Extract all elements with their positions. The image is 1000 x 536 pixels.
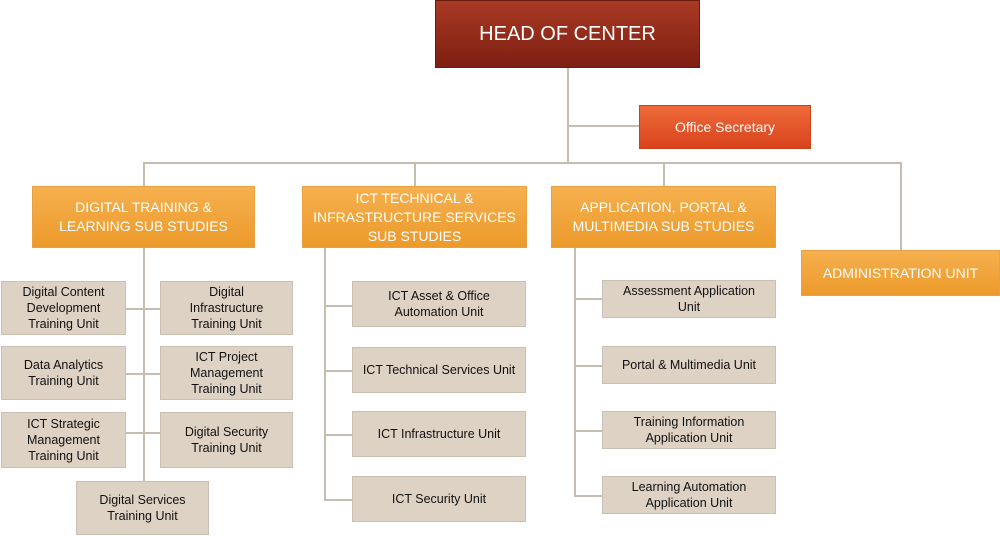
- connector-dept2-row1: [324, 305, 352, 307]
- unit-assessment-application: Assessment Application Unit: [602, 280, 776, 318]
- connector-dept1-row2: [126, 373, 160, 375]
- connector-dept3-drop: [663, 162, 665, 186]
- connector-dept1-trunk: [143, 248, 145, 482]
- unit-digital-services: Digital Services Training Unit: [76, 481, 209, 535]
- unit-label: ICT Infrastructure Unit: [377, 427, 501, 441]
- unit-learning-automation-application: Learning Automation Application Unit: [602, 476, 776, 514]
- unit-label: Digital Security Training Unit: [184, 425, 269, 455]
- unit-label: Learning Automation Application Unit: [631, 480, 747, 510]
- connector-dept1-row3: [126, 432, 160, 434]
- unit-training-information-application: Training Information Application Unit: [602, 411, 776, 449]
- dept-ict-technical-label: ICT TECHNICAL & INFRASTRUCTURE SERVICES …: [313, 189, 516, 244]
- connector-dept3-row1: [574, 298, 602, 300]
- dept-application-portal-box: APPLICATION, PORTAL & MULTIMEDIA SUB STU…: [551, 186, 776, 248]
- unit-digital-security: Digital Security Training Unit: [160, 412, 293, 468]
- unit-label: Digital Services Training Unit: [99, 493, 186, 523]
- unit-ict-strategic-management: ICT Strategic Management Training Unit: [1, 412, 126, 468]
- unit-ict-infrastructure: ICT Infrastructure Unit: [352, 411, 526, 457]
- connector-dept2-row4: [324, 499, 352, 501]
- connector-head-trunk: [567, 68, 569, 164]
- head-of-center-box: HEAD OF CENTER: [435, 0, 700, 68]
- connector-dept3-row3: [574, 430, 602, 432]
- connector-horizontal-bus: [143, 162, 902, 164]
- unit-ict-technical-services: ICT Technical Services Unit: [352, 347, 526, 393]
- connector-dept2-trunk: [324, 248, 326, 500]
- connector-dept3-trunk: [574, 248, 576, 496]
- unit-data-analytics: Data Analytics Training Unit: [1, 346, 126, 400]
- connector-dept2-drop: [414, 162, 416, 186]
- dept-digital-training-box: DIGITAL TRAINING & LEARNING SUB STUDIES: [32, 186, 255, 248]
- connector-dept2-row3: [324, 434, 352, 436]
- unit-label: Digital Infrastructure Training Unit: [189, 285, 264, 331]
- dept-application-portal-label: APPLICATION, PORTAL & MULTIMEDIA SUB STU…: [572, 199, 755, 234]
- unit-digital-content-development: Digital Content Development Training Uni…: [1, 281, 126, 335]
- unit-label: Data Analytics Training Unit: [23, 358, 104, 388]
- unit-label: ICT Asset & Office Automation Unit: [388, 289, 490, 319]
- unit-label: Portal & Multimedia Unit: [621, 358, 757, 372]
- connector-dept3-row2: [574, 365, 602, 367]
- connector-dept2-row2: [324, 370, 352, 372]
- dept-digital-training-label: DIGITAL TRAINING & LEARNING SUB STUDIES: [59, 199, 228, 234]
- unit-label: Training Information Application Unit: [633, 415, 745, 445]
- connector-dept3-row4: [574, 495, 602, 497]
- unit-portal-multimedia: Portal & Multimedia Unit: [602, 346, 776, 384]
- connector-dept1-row1: [126, 308, 160, 310]
- connector-secretary: [567, 125, 639, 127]
- unit-digital-infrastructure: Digital Infrastructure Training Unit: [160, 281, 293, 335]
- unit-ict-security: ICT Security Unit: [352, 476, 526, 522]
- dept-ict-technical-box: ICT TECHNICAL & INFRASTRUCTURE SERVICES …: [302, 186, 527, 248]
- dept-administration-label: ADMINISTRATION UNIT: [822, 264, 979, 281]
- unit-label: ICT Security Unit: [391, 492, 487, 506]
- office-secretary-box: Office Secretary: [639, 105, 811, 149]
- unit-ict-asset-office-automation: ICT Asset & Office Automation Unit: [352, 281, 526, 327]
- unit-label: ICT Technical Services Unit: [362, 363, 516, 377]
- unit-label: Assessment Application Unit: [622, 284, 755, 314]
- connector-dept1-drop: [143, 162, 145, 186]
- unit-label: Digital Content Development Training Uni…: [22, 285, 105, 331]
- unit-ict-project-management: ICT Project Management Training Unit: [160, 346, 293, 400]
- head-of-center-label: HEAD OF CENTER: [479, 22, 656, 45]
- unit-label: ICT Project Management Training Unit: [190, 350, 263, 396]
- dept-administration-box: ADMINISTRATION UNIT: [801, 250, 1000, 296]
- connector-admin-drop: [900, 162, 902, 250]
- unit-label: ICT Strategic Management Training Unit: [27, 417, 100, 463]
- office-secretary-label: Office Secretary: [674, 119, 776, 135]
